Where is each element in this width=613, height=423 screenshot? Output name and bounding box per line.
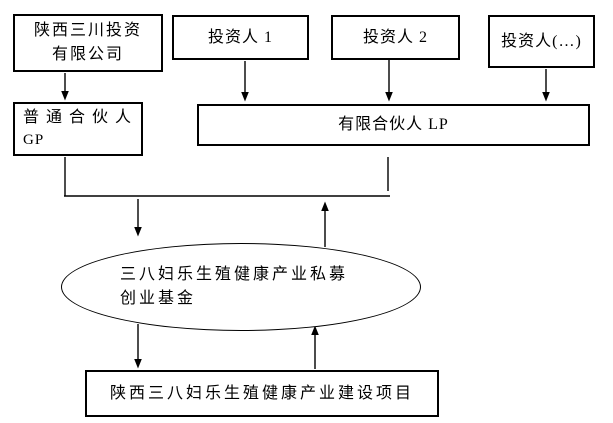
arrow-investor2-to-lp bbox=[385, 60, 393, 102]
node-project-label: 陕西三八妇乐生殖健康产业建设项目 bbox=[109, 384, 414, 402]
arrow-investor1-to-lp bbox=[241, 61, 249, 102]
node-investor-more-label: 投资人(…) bbox=[501, 32, 582, 50]
node-investor2-label: 投资人 2 bbox=[362, 28, 428, 46]
arrow-investor-more-to-lp bbox=[542, 69, 550, 102]
node-fund-label-line1: 三八妇乐生殖健康产业私募 bbox=[120, 266, 349, 283]
node-investor-more: 投资人(…) bbox=[488, 15, 595, 68]
node-investor1: 投资人 1 bbox=[172, 15, 309, 60]
node-gp-label-line1: 普通合伙人 bbox=[23, 109, 139, 126]
node-general-partner: 普通合伙人 GP bbox=[13, 102, 143, 156]
arrow-fund-to-project bbox=[134, 324, 142, 369]
node-project: 陕西三八妇乐生殖健康产业建设项目 bbox=[85, 370, 439, 417]
arrow-bus-to-fund bbox=[134, 199, 142, 237]
node-fund-ellipse: 三八妇乐生殖健康产业私募 创业基金 bbox=[61, 243, 421, 331]
arrow-fund-to-bus bbox=[321, 201, 329, 247]
node-lp-label: 有限合伙人 LP bbox=[338, 116, 449, 133]
node-limited-partner: 有限合伙人 LP bbox=[197, 104, 590, 146]
node-company-label-line1: 陕西三川投资 bbox=[33, 22, 142, 39]
node-investor2: 投资人 2 bbox=[331, 15, 460, 60]
node-investor1-label: 投资人 1 bbox=[207, 28, 273, 46]
arrow-project-to-fund bbox=[311, 325, 319, 369]
node-company-label-line2: 有限公司 bbox=[51, 46, 124, 63]
node-fund-label-line2: 创业基金 bbox=[120, 290, 197, 307]
arrow-company-to-gp bbox=[61, 73, 69, 101]
node-company: 陕西三川投资 有限公司 bbox=[13, 14, 163, 72]
node-gp-label-line2: GP bbox=[23, 132, 45, 148]
